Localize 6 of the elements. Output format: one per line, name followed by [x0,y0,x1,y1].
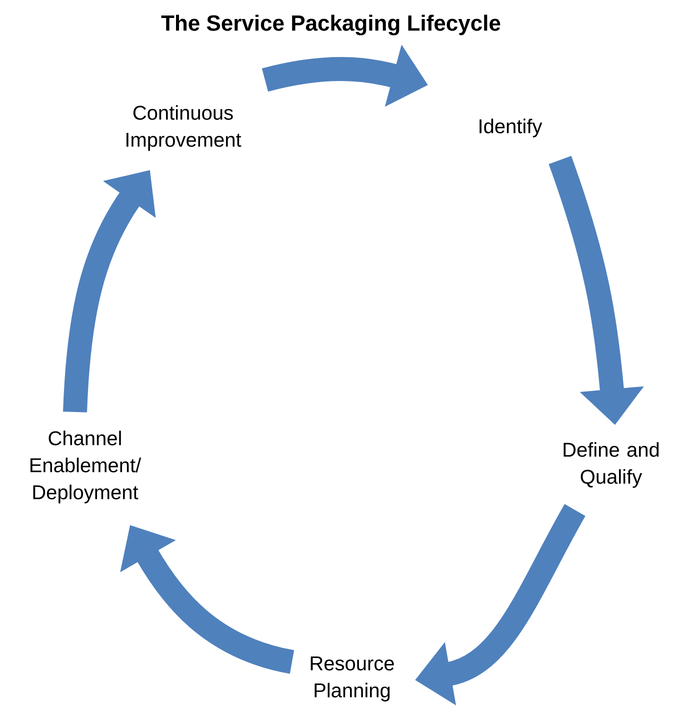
step-label: Identify [480,118,542,138]
step-label: Continuous Improvement [126,105,242,151]
title: The Service Packaging Lifecycle [161,14,500,36]
step-label: Channel Enablement/ Deployment [30,430,142,504]
step-label: Resource Planning [310,656,394,702]
step-label: Define and Qualify [564,442,659,488]
